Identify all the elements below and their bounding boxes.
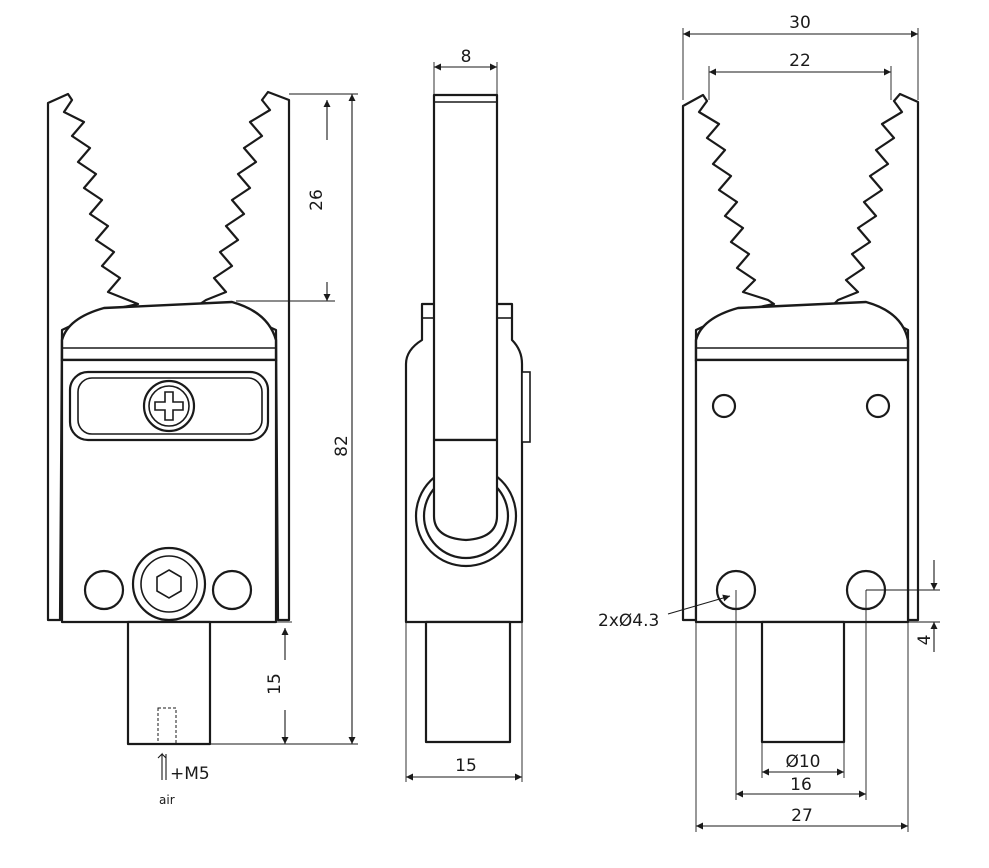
front-view — [46, 90, 291, 746]
dim-overall-height: 82 — [332, 435, 352, 457]
back-hole-top-left — [711, 393, 737, 419]
dim-jaw-length: 26 — [307, 189, 327, 211]
dim-overall-width: 30 — [789, 13, 811, 33]
front-hole-right — [211, 569, 253, 611]
front-port-hidden — [157, 707, 177, 745]
side-jaw-bar — [432, 93, 499, 442]
side-jaw-tongue — [432, 438, 499, 542]
phillips-cross-icon — [154, 391, 184, 421]
back-shaft — [760, 620, 846, 744]
dim-hole-spacing: 16 — [790, 775, 812, 795]
back-top-cap — [694, 300, 910, 362]
dim-shaft-length: 15 — [265, 673, 285, 695]
front-top-cap — [60, 300, 278, 362]
dim-shaft-diameter: Ø10 — [785, 752, 820, 772]
back-dimensions: 30 22 2xØ4.3 4 Ø10 16 27 — [598, 13, 940, 832]
front-dimensions: 26 82 15 +M5 air — [157, 93, 358, 807]
port-thread-label: +M5 — [170, 764, 210, 784]
side-shaft — [424, 620, 512, 744]
up-arrow-icon — [157, 752, 167, 780]
back-view — [681, 92, 920, 744]
front-hole-left — [83, 569, 125, 611]
hex-socket-icon — [156, 569, 182, 599]
dim-side-width: 15 — [455, 756, 477, 776]
dim-hole-offset: 4 — [915, 635, 935, 646]
dim-body-width: 27 — [791, 806, 813, 826]
port-media-label: air — [159, 793, 175, 807]
front-shaft — [126, 620, 212, 746]
back-hole-top-right — [865, 393, 891, 419]
side-nub — [521, 371, 531, 443]
dim-jaw-spacing: 22 — [789, 51, 811, 71]
hole-callout-label: 2xØ4.3 — [598, 611, 659, 631]
side-view — [404, 93, 531, 744]
side-dimensions: 8 15 — [405, 47, 523, 782]
dim-side-thickness: 8 — [461, 47, 472, 67]
